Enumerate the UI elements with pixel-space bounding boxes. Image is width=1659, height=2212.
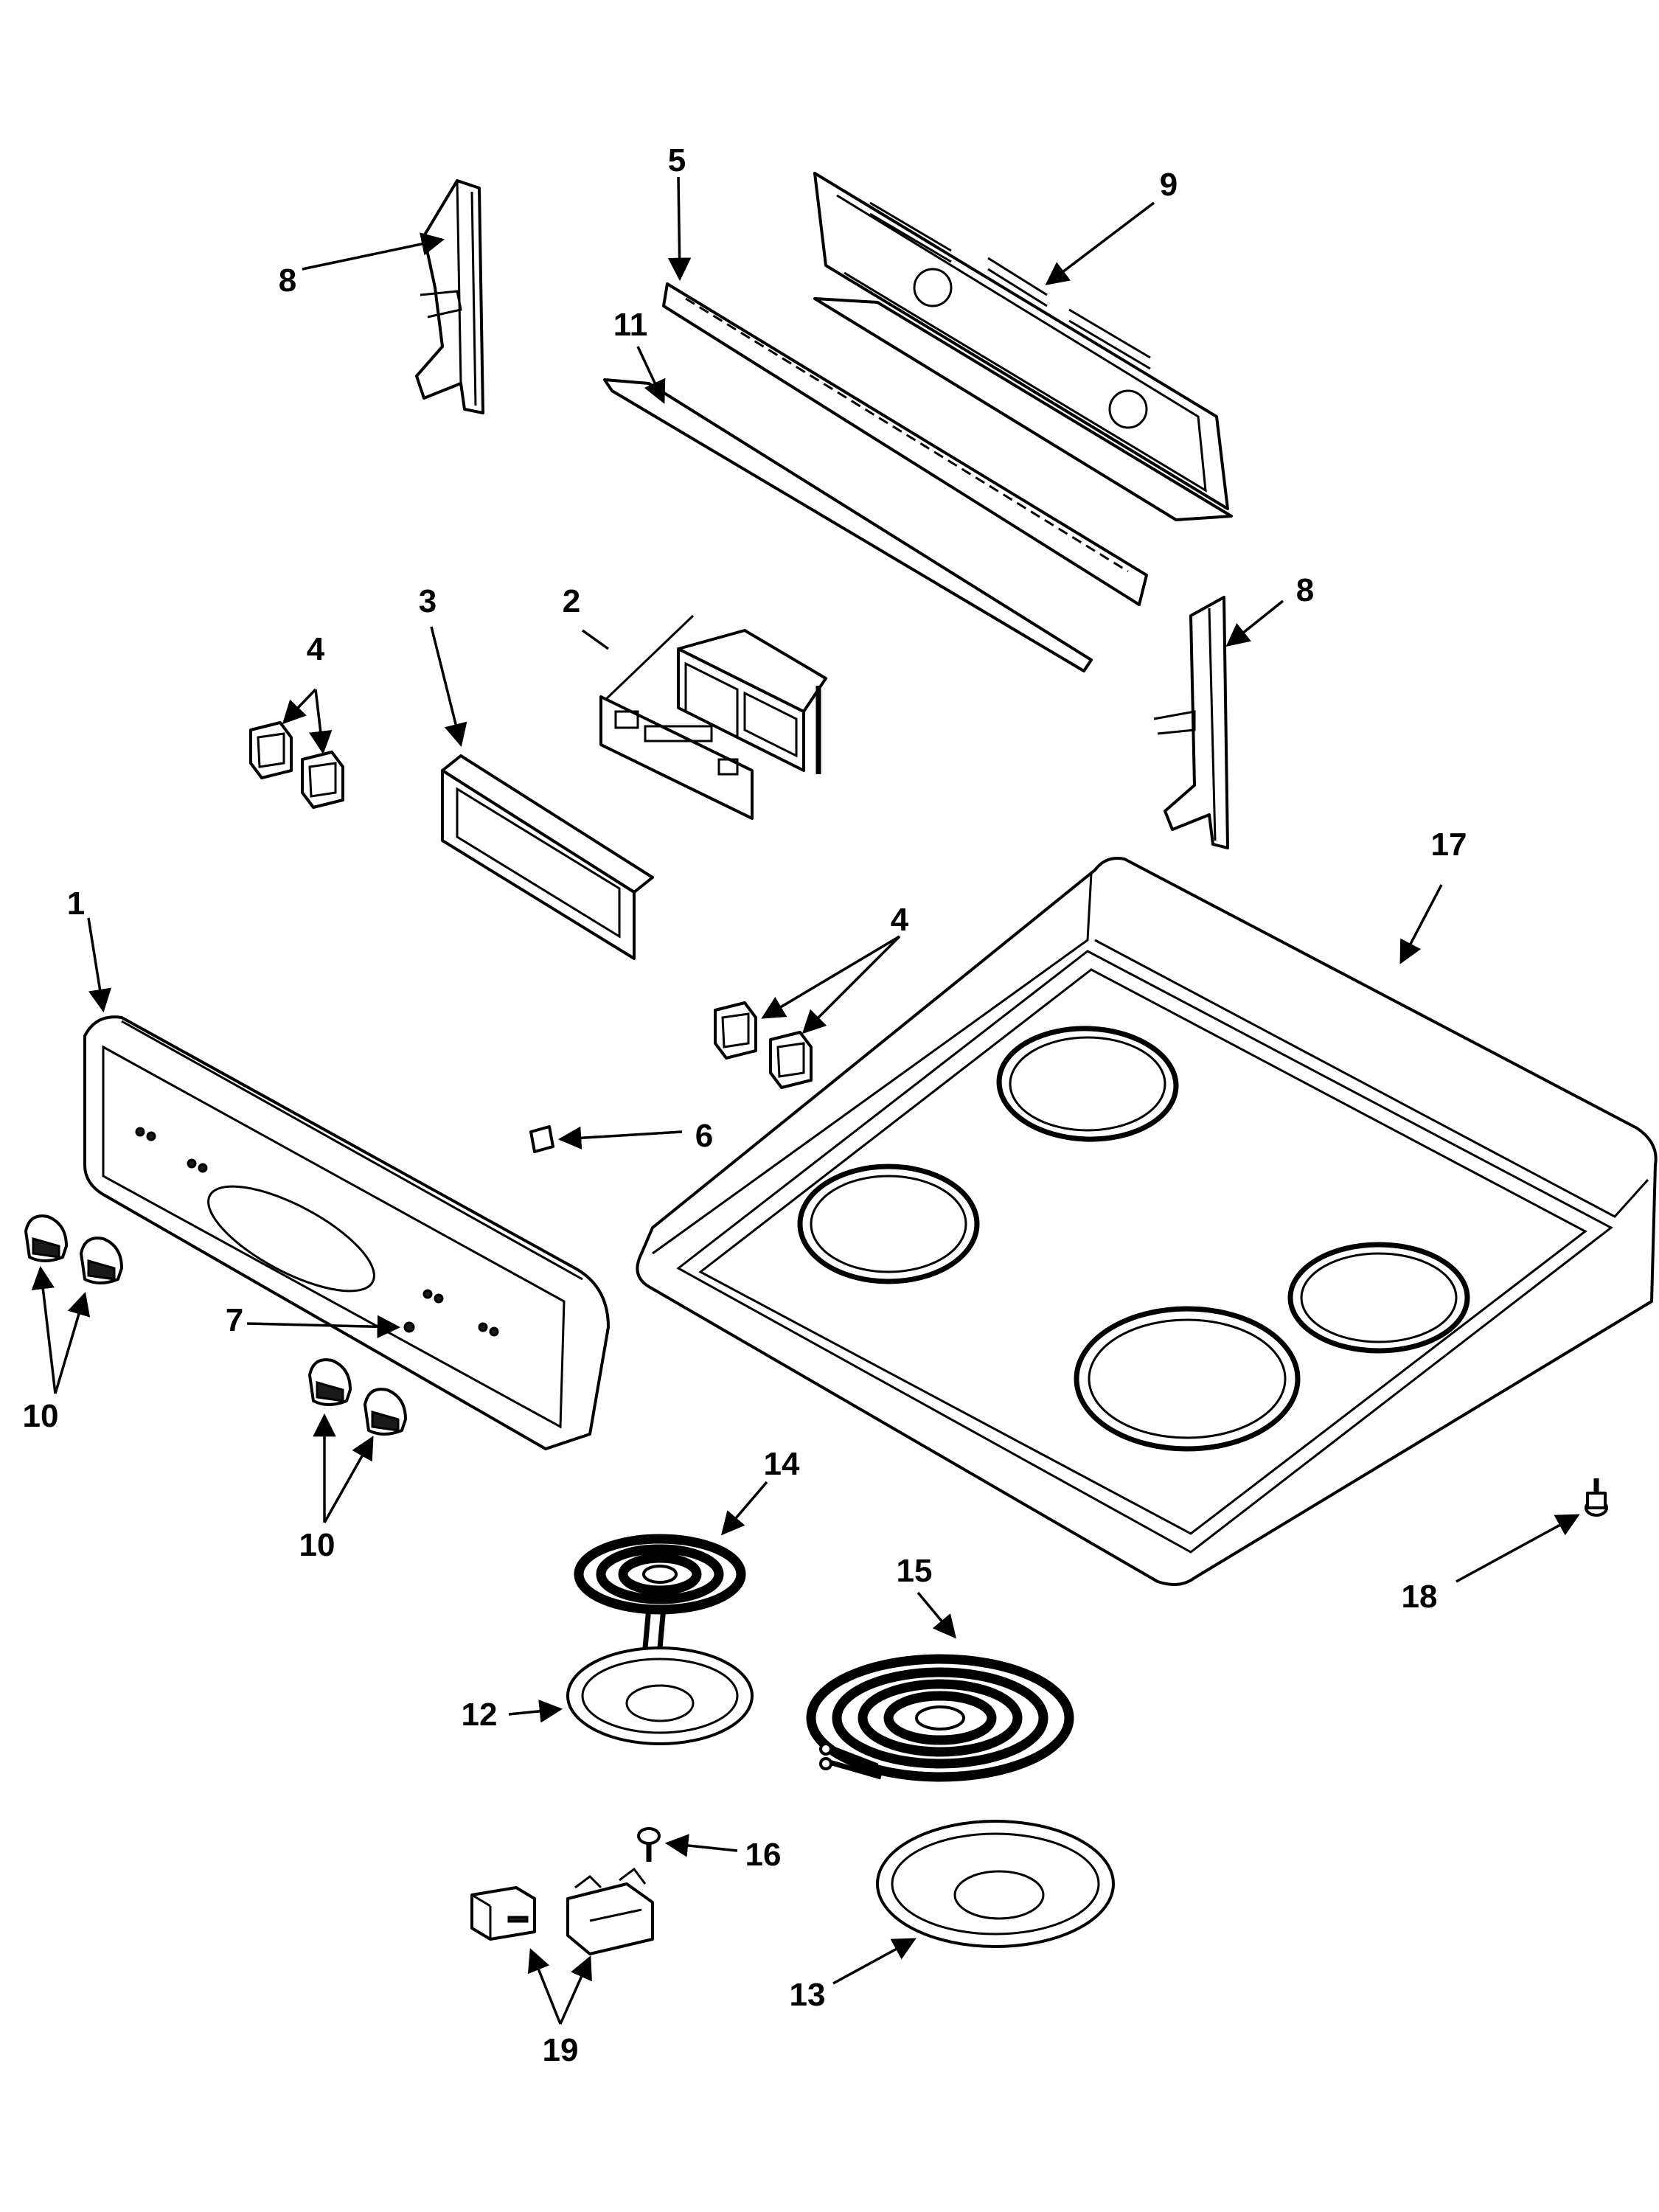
side-bracket-right <box>1153 596 1229 849</box>
drip-pan-small <box>566 1646 754 1745</box>
callout-16: 16 <box>745 1837 782 1873</box>
knob-left-2 <box>80 1237 123 1284</box>
callout-15: 15 <box>897 1553 933 1589</box>
callout-13: 13 <box>790 1977 826 2013</box>
callout-5: 5 <box>668 142 686 178</box>
display-window <box>441 754 654 960</box>
side-bracket-left <box>415 179 484 414</box>
callout-19: 19 <box>543 2032 579 2068</box>
callout-12: 12 <box>462 1697 498 1733</box>
leveling-leg <box>1585 1478 1608 1517</box>
callout-18: 18 <box>1402 1579 1438 1615</box>
callout-8b: 8 <box>1296 572 1314 608</box>
receptacle-block <box>470 1886 536 1941</box>
callout-4a: 4 <box>307 631 325 667</box>
switch-lower-1 <box>714 1001 757 1060</box>
small-switch <box>529 1125 554 1153</box>
switch-lower-2 <box>769 1031 813 1089</box>
surface-element-small <box>574 1534 746 1649</box>
callout-10a: 10 <box>23 1398 59 1434</box>
callout-labels: 1 2 3 4 4 5 6 7 8 8 9 10 10 11 12 13 14 … <box>23 142 1467 2068</box>
surface-element-large <box>806 1654 1074 1782</box>
callout-4b: 4 <box>891 902 909 938</box>
cooktop <box>636 857 1658 1586</box>
trim-strip-lower <box>603 378 1093 672</box>
knob-lower-1 <box>308 1358 352 1406</box>
callout-6: 6 <box>695 1118 713 1154</box>
knob-left-1 <box>24 1214 68 1262</box>
callout-3: 3 <box>419 583 437 619</box>
leader-lines <box>31 176 1580 2025</box>
callout-8a: 8 <box>279 262 296 299</box>
back-panel <box>813 172 1233 521</box>
terminal-block <box>566 1867 654 1955</box>
control-panel <box>83 1015 610 1450</box>
switch-upper-left-2 <box>301 751 344 809</box>
callout-9: 9 <box>1160 167 1178 203</box>
electronic-control-board <box>599 614 827 820</box>
callout-10b: 10 <box>299 1527 335 1563</box>
trim-strip-upper <box>662 282 1148 606</box>
callout-11: 11 <box>613 307 648 343</box>
callout-2: 2 <box>563 583 580 619</box>
callout-17: 17 <box>1431 827 1467 863</box>
drip-pan-large <box>876 1820 1115 1948</box>
knob-lower-2 <box>364 1388 407 1436</box>
callout-7: 7 <box>226 1302 243 1338</box>
screw <box>637 1827 661 1862</box>
callout-14: 14 <box>764 1446 800 1482</box>
callout-1: 1 <box>67 886 85 922</box>
switch-upper-left-1 <box>249 721 293 779</box>
